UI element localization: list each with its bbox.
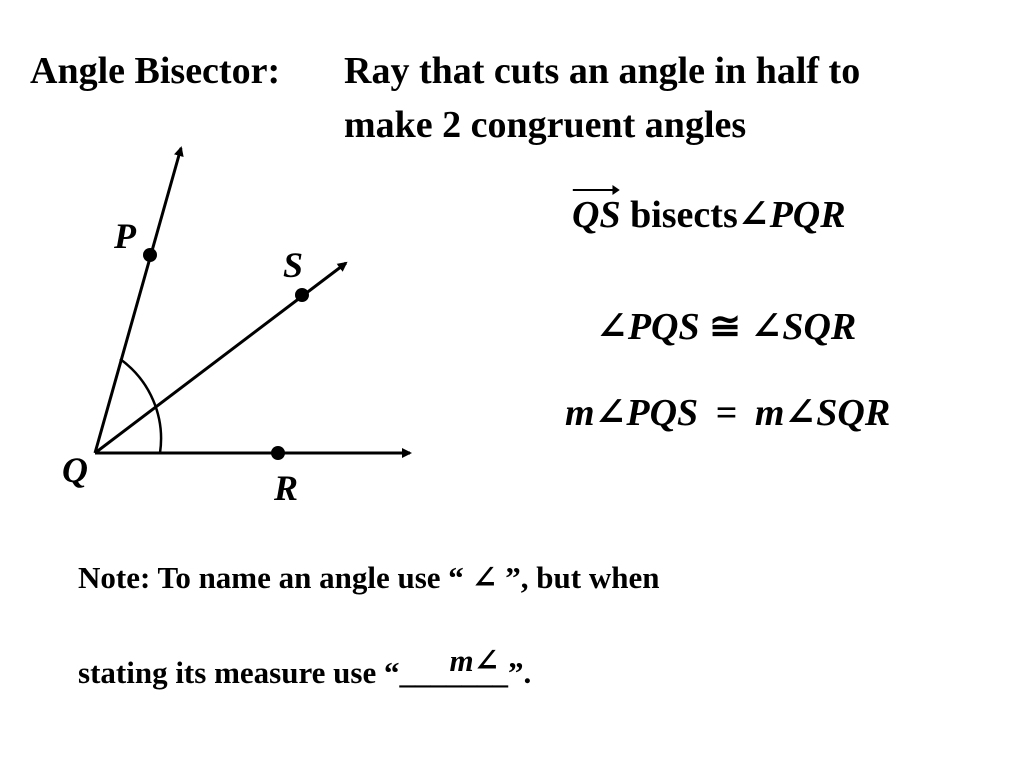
point-s-dot [295, 288, 309, 302]
ray-qs [94, 261, 348, 455]
definition-line-1: Ray that cuts an angle in half to [344, 50, 861, 92]
definition-line-2: make 2 congruent angles [344, 104, 747, 146]
answer-text: m∠ [449, 643, 500, 678]
angle-sqr: SQR [782, 306, 857, 348]
term-label: Angle Bisector: [30, 50, 281, 92]
angle-icon: ∠ [784, 392, 817, 434]
blank-line: _______ [399, 655, 508, 690]
ray-qp [93, 146, 184, 454]
label-r: R [274, 468, 299, 508]
point-r-dot [271, 446, 285, 460]
ray-notation: QS [572, 185, 621, 236]
note-line-1: Note: To name an angle use “ ∠ ”, but wh… [78, 562, 659, 593]
measure-m: m [754, 392, 785, 434]
label-q: Q [62, 450, 88, 490]
note-text: stating its measure use “ [78, 655, 400, 690]
measure-statement: m∠PQS = m∠SQR [565, 394, 890, 432]
note-line-2: stating its measure use “_______m∠”. [78, 645, 532, 690]
equals-sign: = [715, 392, 738, 434]
angle-icon: ∠ [596, 306, 628, 348]
angle-arc [119, 357, 163, 454]
label-p: P [114, 216, 136, 256]
ray-arrow-icon [572, 185, 620, 195]
angle-sqr: SQR [816, 392, 891, 434]
angle-icon: ∠ [737, 194, 770, 236]
label-s: S [283, 245, 304, 285]
angle-icon: ∠ [750, 306, 783, 348]
bisected-angle: PQR [769, 194, 846, 236]
angle-icon: ∠ [594, 392, 627, 434]
note-text: ”, but when [505, 560, 660, 595]
angle-pqs: PQS [627, 306, 700, 348]
congruent-icon: ≅ [709, 306, 741, 348]
bisects-verb: bisects [630, 194, 738, 236]
ray-name: QS [572, 194, 621, 236]
angle-icon: ∠ [471, 560, 498, 595]
measure-m: m [565, 392, 595, 434]
bisects-statement: QS bisects∠PQR [572, 185, 846, 236]
angle-pqs: PQS [626, 392, 699, 434]
answer-blank: _______m∠ [399, 645, 508, 690]
point-p-dot [143, 248, 157, 262]
congruence-statement: ∠PQS ≅ ∠SQR [596, 308, 856, 346]
note-text: ”. [507, 655, 532, 690]
note-text: Note: To name an angle use “ [78, 560, 464, 595]
